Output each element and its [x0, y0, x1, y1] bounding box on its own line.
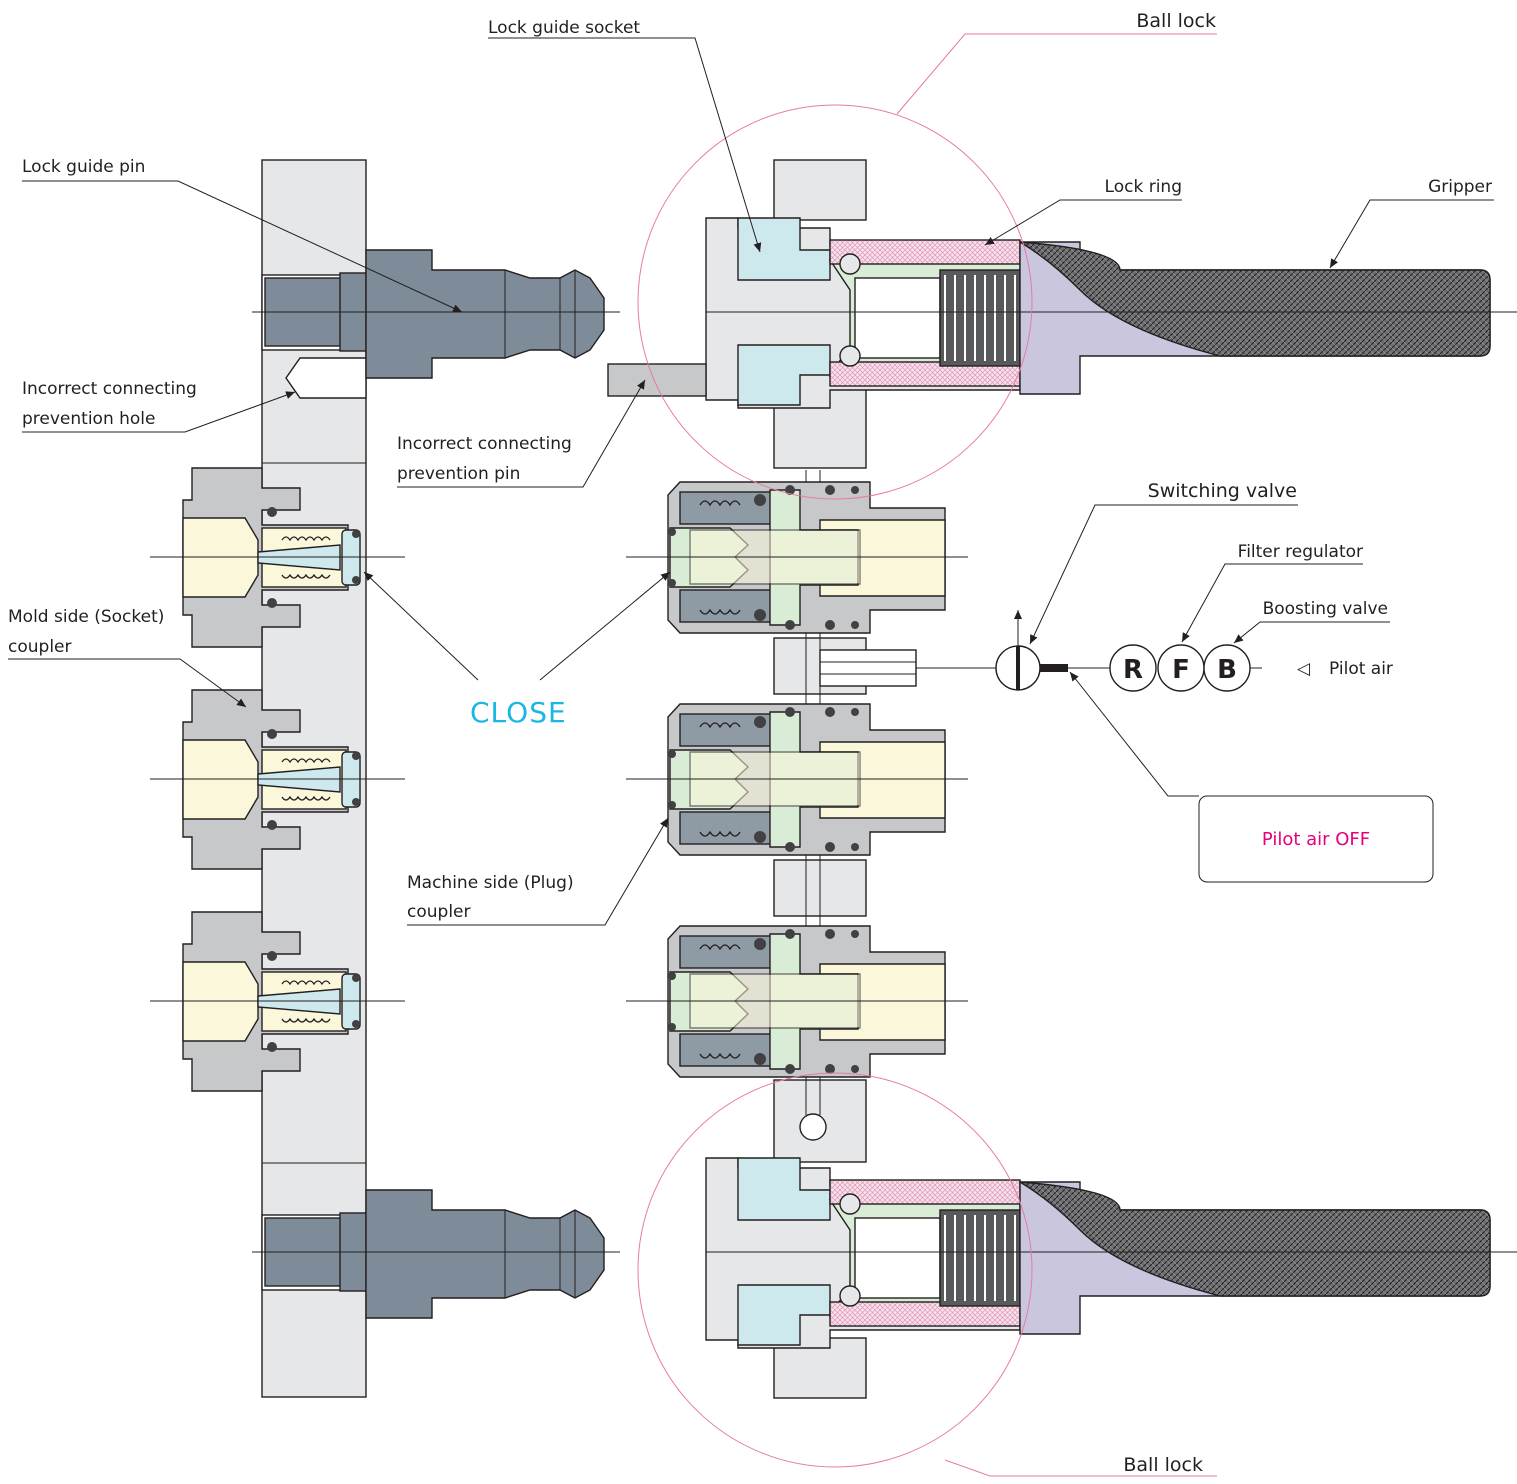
- label-mold-side-line1: Mold side (Socket): [8, 607, 164, 627]
- ball-lock-circle-top: [637, 104, 1033, 500]
- plug-coupler-2: [625, 703, 969, 856]
- r-label: R: [1123, 655, 1143, 685]
- socket-coupler-1: [150, 467, 405, 648]
- incorrect-connecting-prevention-hole: [285, 357, 367, 399]
- label-boosting-valve: Boosting valve: [1263, 599, 1388, 619]
- leader-lines: [8, 37, 1494, 926]
- label-incorrect-hole-line2: prevention hole: [22, 409, 156, 429]
- label-switching-valve: Switching valve: [1148, 480, 1297, 502]
- socket-coupler-3: [149, 911, 406, 1092]
- pilot-air-status-box: Pilot air OFF: [1198, 795, 1434, 883]
- f-label: F: [1172, 655, 1190, 685]
- label-pilot-air: Pilot air: [1329, 659, 1393, 679]
- incorrect-connecting-prevention-pin: [607, 363, 707, 397]
- pneumatic-circuit: R F B: [916, 610, 1262, 692]
- label-close: CLOSE: [470, 696, 567, 729]
- label-mold-side-line2: coupler: [8, 637, 71, 657]
- label-incorrect-pin-line1: Incorrect connecting: [397, 434, 572, 454]
- label-filter-regulator: Filter regulator: [1238, 542, 1363, 562]
- label-machine-side-line1: Machine side (Plug): [407, 873, 574, 893]
- ball-lock-circle-bottom: [637, 1072, 1033, 1468]
- label-lock-ring: Lock ring: [1105, 177, 1182, 197]
- plug-coupler-3: [625, 925, 969, 1078]
- label-incorrect-hole-line1: Incorrect connecting: [22, 379, 197, 399]
- label-gripper: Gripper: [1428, 177, 1492, 197]
- lock-guide-socket-bottom: [705, 1157, 1517, 1349]
- label-ball-lock-top: Ball lock: [1136, 10, 1216, 32]
- label-lock-guide-socket: Lock guide socket: [488, 18, 640, 38]
- lock-guide-socket-top: [705, 217, 1517, 409]
- label-incorrect-pin-line2: prevention pin: [397, 464, 520, 484]
- pilot-air-off-text: Pilot air OFF: [1262, 829, 1370, 850]
- label-ball-lock-bottom: Ball lock: [1123, 1454, 1203, 1476]
- b-label: B: [1217, 655, 1237, 685]
- r-circle: [1109, 644, 1157, 692]
- pilot-air-arrow-icon: ◁: [1297, 659, 1311, 679]
- label-machine-side-line2: coupler: [407, 902, 470, 922]
- plug-coupler-1: [626, 481, 968, 634]
- label-lock-guide-pin: Lock guide pin: [22, 157, 145, 177]
